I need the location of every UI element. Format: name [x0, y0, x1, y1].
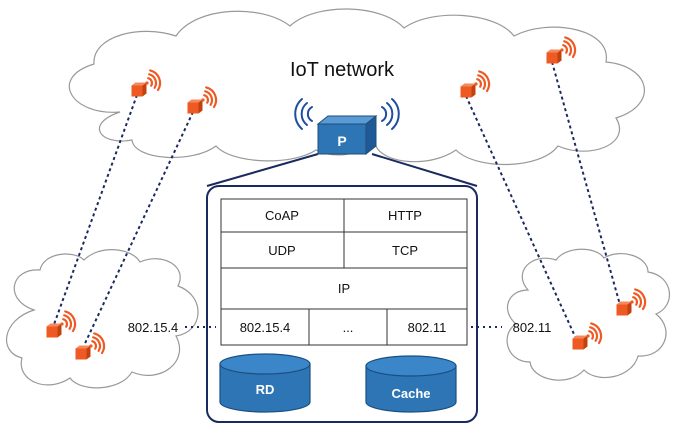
- left-network-label: 802.15.4: [128, 320, 179, 335]
- link-802-15-4-box: [220, 308, 310, 346]
- wifi-signal-icon: [381, 98, 400, 130]
- iot-device-icon: [460, 83, 476, 98]
- link-802-11-label: 802.11: [408, 320, 447, 335]
- left-network-cloud: [6, 249, 199, 389]
- wifi-signal-icon: [294, 98, 313, 130]
- wifi-signal-icon: [630, 288, 647, 311]
- dashed-link: [80, 111, 194, 353]
- database-icon: [219, 353, 311, 413]
- udp-label: UDP: [268, 243, 295, 258]
- iot-network-cloud: [69, 8, 645, 166]
- link-ellipsis-label: ...: [343, 320, 354, 335]
- wifi-signal-icon: [60, 310, 77, 333]
- wifi-signal-icon: [89, 332, 106, 355]
- iot-device-icon: [572, 335, 588, 350]
- wifi-signal-icon: [560, 36, 577, 59]
- iot-device-icon: [546, 49, 562, 64]
- proxy-label: P: [337, 133, 346, 149]
- link-ellipsis-box: [308, 308, 388, 346]
- iot-device-icon: [131, 82, 147, 97]
- coap-label: CoAP: [265, 208, 299, 223]
- right-network-label: 802.11: [513, 320, 552, 335]
- ip-label: IP: [338, 281, 350, 296]
- proxy-expansion-line: [206, 153, 319, 187]
- cache-label: Cache: [391, 386, 430, 401]
- iot-device-icon: [75, 345, 91, 360]
- http-label: HTTP: [388, 208, 422, 223]
- tcp-label: TCP: [392, 243, 418, 258]
- link-802-15-4-label: 802.15.4: [240, 320, 291, 335]
- iot-device-icon: [616, 301, 632, 316]
- right-network-cloud: [506, 248, 671, 381]
- rd-label: RD: [256, 382, 275, 397]
- wifi-signal-icon: [586, 322, 603, 345]
- wifi-signal-icon: [201, 86, 218, 109]
- iot-device-icon: [46, 323, 62, 338]
- database-icon: [365, 355, 457, 413]
- link-802-11-box: [386, 308, 468, 346]
- proxy-server-icon: P: [316, 114, 378, 156]
- wifi-signal-icon: [474, 70, 491, 93]
- iot-device-icon: [187, 99, 203, 114]
- iot-network-title: IoT network: [290, 59, 395, 81]
- wifi-signal-icon: [145, 69, 162, 92]
- dashed-link: [551, 61, 623, 313]
- proxy-expansion-line: [371, 153, 478, 187]
